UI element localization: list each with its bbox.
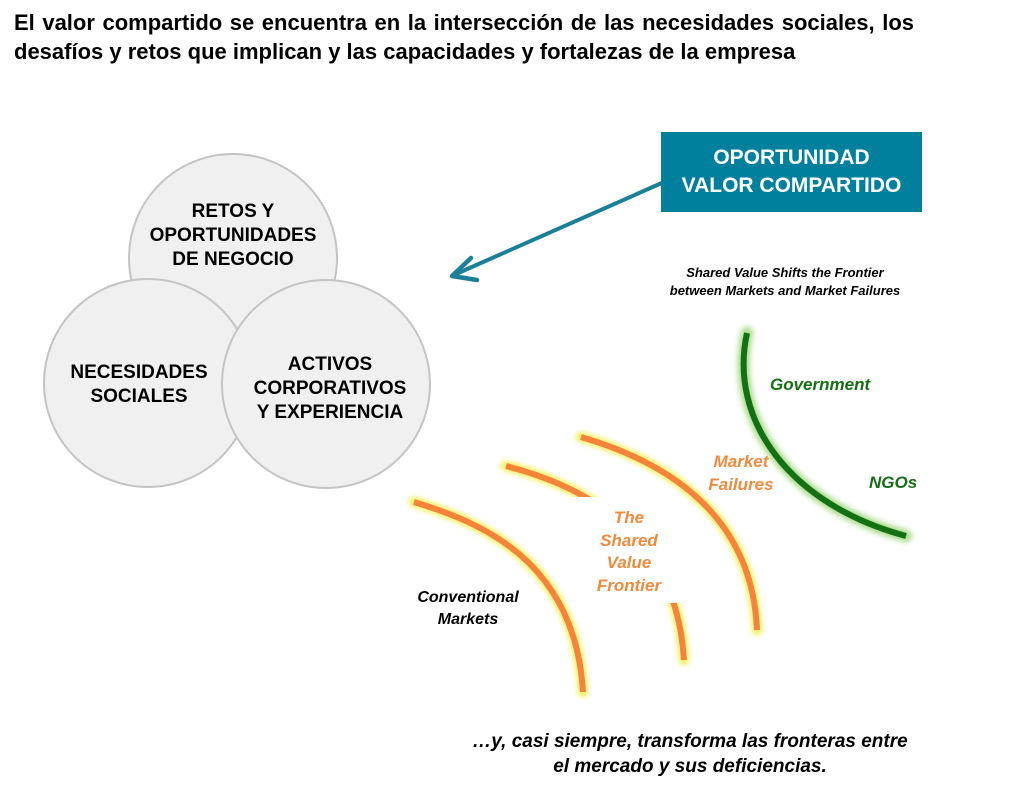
market-failures-label: Market Failures: [708, 452, 774, 494]
conventional-markets-label: Conventional Markets: [417, 589, 519, 628]
government-ngo-curve: [740, 332, 907, 539]
conventional-markets-curve: [413, 499, 586, 693]
ngos-label: NGOs: [869, 473, 918, 492]
venn-label-activos: ACTIVOS CORPORATIVOS Y EXPERIENCIA: [253, 354, 407, 423]
shared-value-frontier-label: The Shared Value Frontier: [596, 508, 662, 595]
pointer-arrow: [454, 180, 666, 276]
headline: El valor compartido se encuentra en la i…: [14, 10, 914, 64]
venn-circle-activos: [221, 279, 431, 489]
venn-label-necesidades: NECESIDADES SOCIALES: [70, 362, 208, 407]
opportunity-box: OPORTUNIDAD VALOR COMPARTIDO: [661, 132, 922, 212]
arrow-head-icon: [449, 255, 480, 283]
venn-label-retos: RETOS Y OPORTUNIDADES DE NEGOCIO: [149, 201, 317, 270]
frontier-label-background: [572, 497, 682, 603]
government-label: Government: [770, 375, 871, 394]
footer-caption: …y, casi siempre, transforma las fronter…: [472, 731, 908, 777]
frontier-figure-title: Shared Value Shifts the Frontier between…: [669, 265, 901, 298]
market-failures-curve: [580, 434, 760, 631]
